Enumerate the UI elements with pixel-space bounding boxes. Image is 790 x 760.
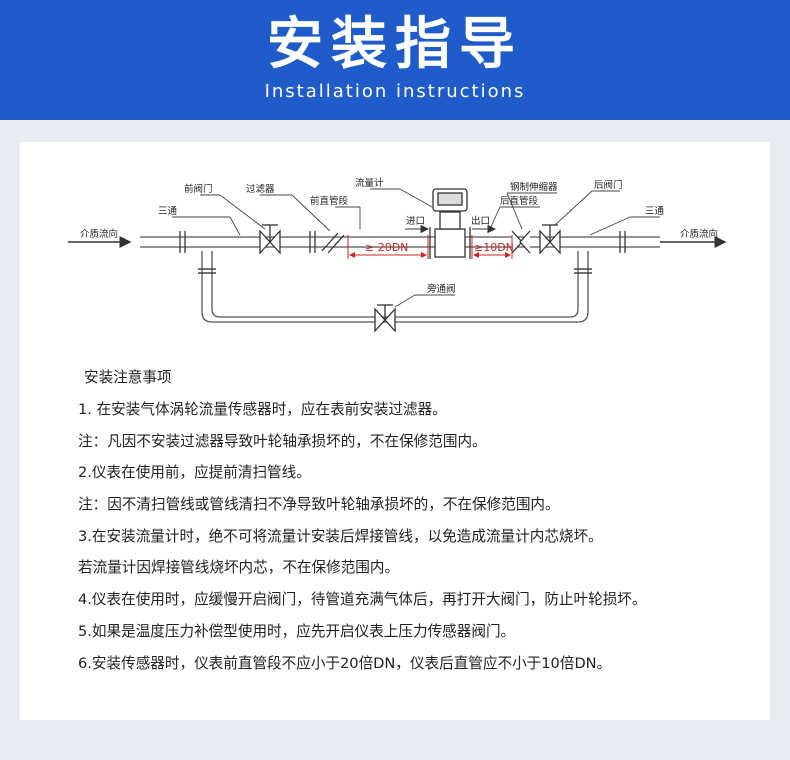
label-front-straight: 前直管段 — [310, 195, 349, 207]
page-title: 安装指导 — [267, 12, 523, 77]
label-front-valve: 前阀门 — [184, 183, 213, 195]
page-subtitle: Installation instructions — [264, 81, 526, 102]
main-pipe — [140, 236, 660, 248]
front-valve — [259, 224, 281, 255]
rear-valve — [539, 224, 561, 255]
label-medium-flow-right: 介质流向 — [680, 228, 718, 240]
note-line: 5.如果是温度压力补偿型使用时，应先开启仪表上压力传感器阀门。 — [78, 622, 516, 640]
note-line: 6.安装传感器时，仪表前直管段不应小于20倍DN，仪表后直管应不小于10倍DN。 — [78, 654, 612, 672]
note-line: 4.仪表在使用时，应缓慢开启阀门，待管道充满气体后，再打开大阀门，防止叶轮损坏。 — [78, 591, 647, 609]
installation-notes: 安装注意事项 1. 在安装气体涡轮流量传感器时，应在表前安装过滤器。 注：凡因不… — [78, 362, 758, 679]
filter — [321, 232, 345, 254]
label-dimension-rear: ≥10DN — [474, 241, 514, 254]
label-expansion: 钢制伸缩器 — [510, 181, 558, 193]
content-card: 三通 前阀门 过滤器 前直管段 流量计 进口 出口 后直管段 钢制伸缩器 后阀门… — [20, 142, 770, 720]
dimension-front — [347, 235, 429, 259]
label-bypass-valve: 旁通阀 — [427, 283, 456, 295]
notes-heading: 安装注意事项 — [84, 369, 172, 386]
note-line: 若流量计因焊接管线烧坏内芯，不在保修范围内。 — [78, 559, 400, 577]
label-medium-flow-left: 介质流向 — [80, 228, 118, 240]
label-flowmeter: 流量计 — [355, 177, 384, 189]
note-line: 注：因不清扫管线或管线清扫不净导致叶轮轴承损坏的，不在保修范围内。 — [78, 496, 560, 514]
installation-diagram: 三通 前阀门 过滤器 前直管段 流量计 进口 出口 后直管段 钢制伸缩器 后阀门… — [68, 177, 727, 333]
note-line: 1. 在安装气体涡轮流量传感器时，应在表前安装过滤器。 — [78, 401, 447, 418]
label-outlet: 出口 — [471, 215, 490, 227]
label-rear-straight: 后直管段 — [500, 195, 539, 207]
note-line: 2.仪表在使用前，应提前清扫管线。 — [78, 464, 311, 482]
bypass-valve — [374, 304, 396, 333]
label-inlet: 进口 — [406, 216, 425, 227]
label-filter: 过滤器 — [246, 183, 275, 195]
label-tee-right: 三通 — [645, 206, 665, 217]
note-line: 注：凡因不安装过滤器导致叶轮轴承损坏的，不在保修范围内。 — [78, 432, 487, 450]
expansion-joint — [511, 230, 531, 254]
label-dimension-front: ≥ 20DN — [365, 241, 408, 254]
flanges — [179, 231, 626, 274]
leader-lines — [172, 188, 660, 308]
flowmeter — [429, 188, 471, 259]
dimension-rear — [471, 235, 513, 259]
label-rear-valve: 后阀门 — [594, 179, 623, 191]
note-line: 3.在安装流量计时，绝不可将流量计安装后焊接管线，以免造成流量计内芯烧坏。 — [78, 527, 603, 545]
label-tee-left: 三通 — [158, 206, 178, 217]
page-header: 安装指导 Installation instructions — [0, 0, 790, 120]
